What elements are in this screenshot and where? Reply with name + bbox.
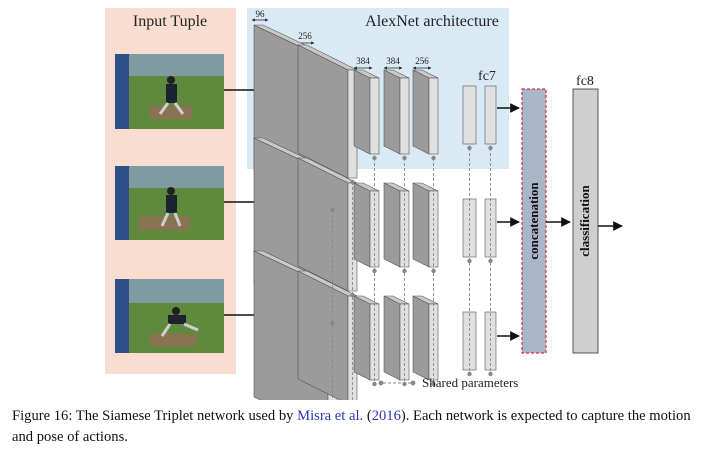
layer-size-5: 256 <box>415 56 429 66</box>
shared-node-6-1 <box>467 145 472 151</box>
branch-1-layer-7-face <box>484 85 497 145</box>
fc8-label: fc8 <box>576 74 594 89</box>
shared-node-4-1 <box>402 155 407 161</box>
shared-node-5-1 <box>431 155 436 161</box>
branch-2-layer-3-side <box>353 182 371 268</box>
legend-label: Shared parameters <box>422 375 518 390</box>
citation-author-link[interactable]: Misra et al. <box>297 408 364 424</box>
input-tuple-title: Input Tuple <box>133 13 207 30</box>
concatenation-label: concatenation <box>526 182 541 260</box>
network-layers <box>253 24 497 439</box>
shared-node-6-2 <box>467 258 472 264</box>
branch-1-layer-5-side <box>412 69 430 155</box>
branch-1-layer-6-face <box>462 85 477 145</box>
shared-parameters-legend: Shared parameters <box>378 375 518 390</box>
input-frame-3 <box>115 279 224 353</box>
branch-1-layer-5-face <box>428 77 439 155</box>
shared-node-1-2 <box>330 320 335 326</box>
layer-size-2: 256 <box>298 31 312 41</box>
shared-node-6-3 <box>467 371 472 377</box>
shared-node-1-1 <box>330 207 335 213</box>
branch-1-layer-3-face <box>369 77 380 155</box>
caption-open-paren: ( <box>363 408 372 424</box>
shared-node-5-2 <box>431 268 436 274</box>
siamese-triplet-diagram: Input Tuple AlexNet architecture 96 256 … <box>105 8 623 439</box>
classification-label: classification <box>577 184 592 256</box>
branch-3-layer-3-side <box>353 295 371 381</box>
input-frame-1 <box>115 54 224 129</box>
shared-node-7-1 <box>488 145 493 151</box>
layer-size-3: 384 <box>356 56 370 66</box>
layer-size-1: 96 <box>256 9 266 19</box>
shared-node-3-1 <box>372 155 377 161</box>
layer-size-4: 384 <box>386 56 400 66</box>
shared-node-5-3 <box>431 381 436 387</box>
shared-node-7-2 <box>488 258 493 264</box>
figure-caption: Figure 16: The Siamese Triplet network u… <box>12 406 712 448</box>
shared-node-4-2 <box>402 268 407 274</box>
branch-3-layer-5-side <box>412 295 430 381</box>
shared-node-3-3 <box>372 381 377 387</box>
concatenation-block <box>521 88 547 354</box>
input-frame-2 <box>115 166 224 240</box>
shared-node-2-1 <box>350 179 355 185</box>
classification-block <box>572 88 599 354</box>
shared-node-3-2 <box>372 268 377 274</box>
branch-1-layer-4-side <box>383 69 401 155</box>
citation-year-link[interactable]: 2016 <box>371 408 401 424</box>
shared-node-4-3 <box>402 381 407 387</box>
caption-suffix: ). Each network is expected to capture t… <box>12 408 691 445</box>
caption-prefix: Figure 16: The Siamese Triplet network u… <box>12 408 298 424</box>
fc7-label: fc7 <box>478 69 496 84</box>
branch-2-layer-5-side <box>412 182 430 268</box>
shared-node-7-3 <box>488 371 493 377</box>
alexnet-title: AlexNet architecture <box>365 13 499 30</box>
branch-3-layer-4-side <box>383 295 401 381</box>
branch-1-layer-3-side <box>353 69 371 155</box>
shared-node-2-2 <box>350 292 355 298</box>
branch-2-layer-4-side <box>383 182 401 268</box>
branch-1-layer-4-face <box>399 77 410 155</box>
